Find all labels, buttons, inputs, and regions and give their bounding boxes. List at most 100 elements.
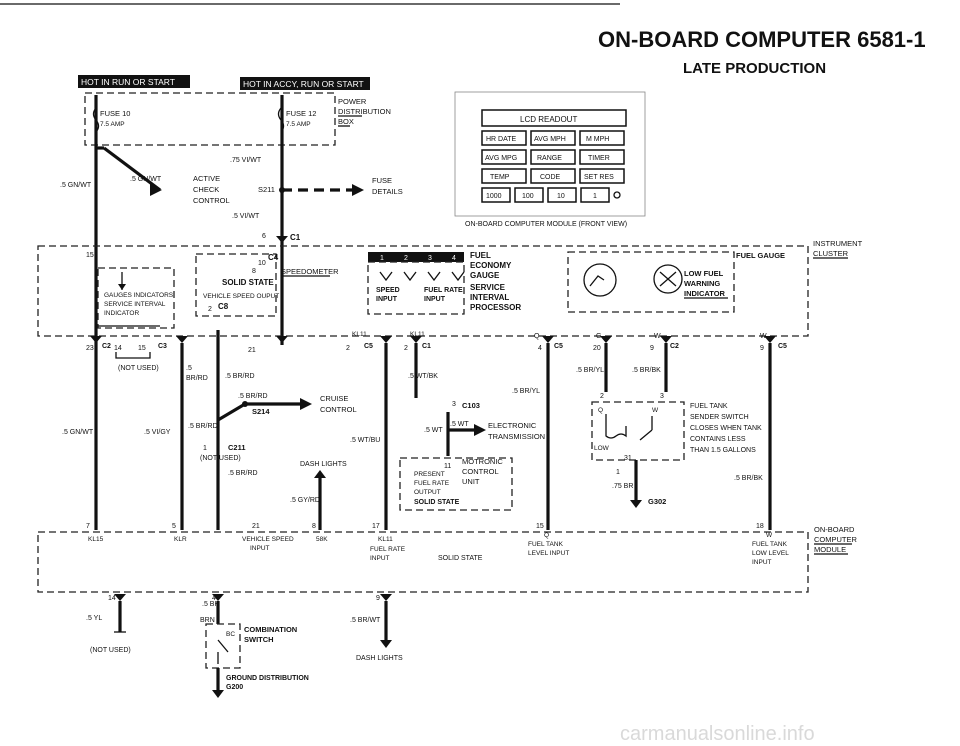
wire-label: BRN bbox=[200, 617, 215, 624]
connector-pin: 14 bbox=[108, 595, 116, 602]
present-fuel-rate-label: SOLID STATE bbox=[414, 499, 460, 506]
electronic-transmission-label: ELECTRONIC bbox=[488, 421, 537, 430]
connector-c3: C3 bbox=[158, 343, 167, 350]
wire-label: .5 GN/WT bbox=[62, 429, 94, 436]
button-label: TIMER bbox=[588, 155, 610, 162]
fuel-gauge-icon bbox=[583, 263, 617, 297]
wire-label: .5 BR/WT bbox=[350, 617, 381, 624]
connector-pin: BC bbox=[226, 631, 235, 638]
wire-label: .5 BK bbox=[202, 601, 219, 608]
gauges-label: SERVICE INTERVAL bbox=[104, 301, 166, 308]
connector-pin: 3 bbox=[452, 401, 456, 408]
power-distribution-label: BOX bbox=[338, 117, 354, 126]
low-label: LOW bbox=[594, 445, 610, 452]
low-fuel-label: LOW FUEL bbox=[684, 269, 724, 278]
power-distribution-box bbox=[84, 92, 336, 146]
service-interval-label: PROCESSOR bbox=[470, 303, 521, 312]
page-subtitle: LATE PRODUCTION bbox=[683, 60, 826, 77]
sender-resistor-icon bbox=[605, 414, 627, 439]
wire-label: .75 VI/WT bbox=[230, 157, 262, 164]
wire-label: .5 BR/RD bbox=[188, 423, 218, 430]
button-avg-mph bbox=[530, 130, 576, 146]
fuel-tank-low-level-label: INPUT bbox=[752, 559, 772, 566]
button-avg-mpg bbox=[481, 149, 527, 165]
power-distribution-label: POWER bbox=[338, 97, 367, 106]
connector-pin: 15 bbox=[86, 252, 94, 259]
connector-pin: 11 bbox=[444, 463, 451, 470]
connector-pin: 1 bbox=[380, 255, 384, 262]
splice-label: S211 bbox=[258, 185, 275, 194]
wire-label: .5 BR/YL bbox=[512, 388, 540, 395]
wire-label: .5 BR/BK bbox=[734, 475, 763, 482]
fuel-tank-level-label: LEVEL INPUT bbox=[528, 550, 569, 557]
connector-pin: 3 bbox=[428, 255, 432, 262]
button-label: HR DATE bbox=[486, 136, 517, 143]
wire-label: .5 GN/WT bbox=[130, 176, 162, 183]
connector-pin: Q bbox=[534, 333, 540, 340]
motronic-box bbox=[399, 457, 513, 511]
connector-c2: C2 bbox=[102, 343, 111, 350]
wire-label: .5 VI/GY bbox=[144, 429, 171, 436]
instrument-cluster-label: CLUSTER bbox=[813, 249, 849, 258]
gauges-indicators-box bbox=[97, 267, 175, 329]
connector-c211: C211 bbox=[228, 443, 246, 452]
button-label: CODE bbox=[540, 174, 561, 181]
wire-label: .5 GY/RD bbox=[290, 497, 320, 504]
module-buttons: HR DATE AVG MPH M MPH AVG MPG RANGE TIME… bbox=[481, 130, 625, 203]
connector-c1: C1 bbox=[290, 233, 301, 242]
connector-pin: 17 bbox=[372, 523, 380, 530]
gauges-label: GAUGES INDICATORS bbox=[104, 292, 174, 299]
fuel-gauge-box bbox=[567, 251, 735, 313]
button-range bbox=[530, 149, 576, 165]
wire-label: .5 VI/WT bbox=[232, 213, 260, 220]
watermark: carmanualsonline.info bbox=[620, 723, 815, 745]
solid-state-box bbox=[195, 253, 277, 317]
button-hr-date bbox=[481, 130, 527, 146]
low-fuel-label: INDICATOR bbox=[684, 289, 726, 298]
ground-icon bbox=[630, 500, 642, 508]
not-used-label: (NOT USED) bbox=[118, 365, 159, 372]
button-label: 10 bbox=[557, 193, 565, 200]
switch-icon bbox=[217, 639, 229, 664]
connector-pin: 2 bbox=[404, 345, 408, 352]
connector-pin: 9 bbox=[376, 595, 380, 602]
module-knob-icon bbox=[613, 191, 621, 199]
connector-c5: C5 bbox=[778, 343, 787, 350]
button-label: 1 bbox=[593, 193, 597, 200]
vehicle-speed-input-label: INPUT bbox=[250, 545, 270, 552]
lcd-readout bbox=[481, 109, 627, 127]
module-input-label: KL11 bbox=[378, 536, 393, 543]
ground-icon bbox=[212, 690, 224, 698]
speedometer-label: SPEEDOMETER bbox=[281, 267, 339, 276]
fuel-tank-label: SENDER SWITCH bbox=[690, 414, 749, 421]
connector-pin: 4 bbox=[212, 595, 216, 602]
splice-label: S214 bbox=[252, 407, 270, 416]
fuel-economy-pins bbox=[368, 252, 464, 262]
connector-pin: 2 bbox=[346, 345, 350, 352]
fuel-tank-low-level-label: FUEL TANK bbox=[752, 541, 788, 548]
module-input-label: KL15 bbox=[88, 536, 104, 543]
connector-pin: W bbox=[654, 333, 661, 340]
vehicle-speed-input-label: VEHICLE SPEED bbox=[242, 536, 294, 543]
diode-symbols bbox=[379, 271, 465, 282]
fuel-rate-input-label: FUEL RATE bbox=[424, 287, 463, 294]
on-board-computer-module-box bbox=[37, 531, 809, 593]
fuel-tank-sender-box bbox=[591, 401, 685, 461]
combination-switch-box bbox=[205, 623, 241, 669]
button-label: 100 bbox=[522, 193, 534, 200]
button-label: SET RES bbox=[584, 174, 614, 181]
wire-label: .5 BR/RD bbox=[228, 470, 258, 477]
speed-input-label: SPEED bbox=[376, 287, 400, 294]
banner-run-start bbox=[78, 75, 190, 88]
connector-pin: 5 bbox=[172, 523, 176, 530]
connector-pin: 8 bbox=[312, 523, 316, 530]
cruise-control-label: CONTROL bbox=[320, 405, 357, 414]
service-interval-box bbox=[367, 261, 465, 315]
connector-pin: 23 bbox=[86, 345, 94, 352]
button-m-mph bbox=[579, 130, 625, 146]
connector-row: 23 C2 14 15 C3 21 2 C5 2 C1 Q 4 C5 G 20 … bbox=[86, 333, 787, 354]
connector-pin: 2 bbox=[600, 393, 604, 400]
connector-pin: 20 bbox=[593, 345, 601, 352]
